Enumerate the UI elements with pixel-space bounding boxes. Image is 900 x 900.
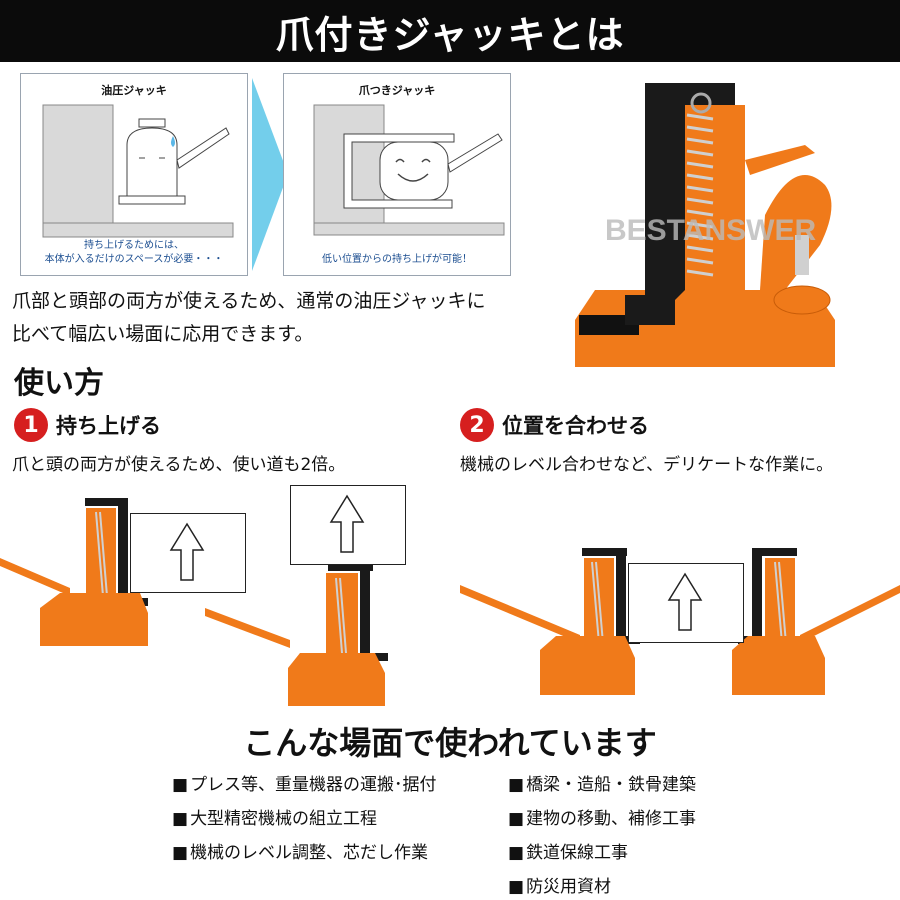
- hydraulic-jack-panel: 油圧ジャッキ 持ち上げるためには、 本体が入るだけのスペースが必要・・・: [20, 73, 248, 276]
- step-number-badge: 2: [460, 408, 494, 442]
- claw-jack-illustration: [313, 104, 505, 236]
- page-header: 爪付きジャッキとは: [0, 0, 900, 62]
- step-2-illustration: [460, 548, 900, 695]
- scenes-list-right: 橋梁・造船・鉄骨建築 建物の移動、補修工事 鉄道保線工事 防災用資材: [508, 768, 696, 900]
- step-2-description: 機械のレベル合わせなど、デリケートな作業に。: [460, 455, 834, 475]
- step-1-description: 爪と頭の両方が使えるため、使い道も2倍。: [12, 455, 346, 475]
- up-arrow-icon: [667, 572, 703, 631]
- panel-caption: 持ち上げるためには、 本体が入るだけのスペースが必要・・・: [44, 240, 224, 265]
- sweat-drop-icon: [171, 136, 175, 147]
- smile-face-icon: [379, 141, 449, 201]
- step-1-illustration: [0, 498, 388, 706]
- step-title: 位置を合わせる: [502, 414, 649, 438]
- claw-jack-panel: 爪つきジャッキ 低い位置からの持ち上げが可能！: [283, 73, 511, 276]
- list-item: 防災用資材: [508, 870, 696, 900]
- watermark: BESTANSWER: [605, 214, 816, 247]
- step-title: 持ち上げる: [56, 414, 161, 438]
- load-box: [130, 513, 246, 593]
- intro-text: 爪部と頭部の両方が使えるため、通常の油圧ジャッキに 比べて幅広い場面に応用できま…: [12, 290, 486, 345]
- step-1-heading: 1 持ち上げる: [14, 408, 161, 442]
- list-item: 橋梁・造船・鉄骨建築: [508, 768, 696, 802]
- claw-jack-product-image: BESTANSWER: [575, 83, 835, 367]
- panel-title: 油圧ジャッキ: [101, 84, 167, 97]
- chevron-right-icon: [252, 78, 288, 271]
- load-box: [628, 563, 744, 643]
- list-item: 大型精密機械の組立工程: [172, 802, 437, 836]
- list-item: 建物の移動、補修工事: [508, 802, 696, 836]
- list-item: 鉄道保線工事: [508, 836, 696, 870]
- page-title: 爪付きジャッキとは: [275, 12, 625, 57]
- step-number-badge: 1: [14, 408, 48, 442]
- panel-caption: 低い位置からの持ち上げが可能！: [322, 254, 472, 265]
- scenes-list-left: プレス等、重量機器の運搬･据付 大型精密機械の組立工程 機械のレベル調整、芯だし…: [172, 768, 437, 870]
- usage-heading: 使い方: [14, 366, 104, 401]
- hydraulic-jack-illustration: [42, 104, 234, 238]
- load-box: [290, 485, 406, 565]
- panel-title: 爪つきジャッキ: [358, 84, 436, 97]
- scenes-heading: こんな場面で使われています: [243, 724, 657, 762]
- step-2-heading: 2 位置を合わせる: [460, 408, 649, 442]
- list-item: 機械のレベル調整、芯だし作業: [172, 836, 437, 870]
- up-arrow-icon: [169, 522, 205, 581]
- up-arrow-icon: [329, 494, 365, 553]
- list-item: プレス等、重量機器の運搬･据付: [172, 768, 437, 802]
